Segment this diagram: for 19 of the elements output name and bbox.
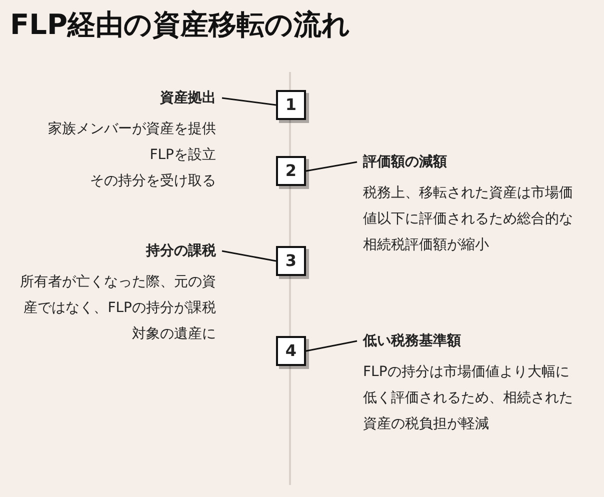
step-number: 4 bbox=[276, 336, 306, 366]
step-heading: 低い税務基準額 bbox=[363, 332, 462, 351]
leader-line bbox=[306, 161, 358, 172]
leader-line bbox=[222, 250, 276, 262]
leader-line bbox=[306, 340, 358, 352]
step-description: 家族メンバーが資産を提供 bbox=[47, 120, 216, 139]
step-heading: 持分の課税 bbox=[144, 242, 216, 261]
step-number: 3 bbox=[276, 246, 306, 276]
step-description: その持分を受け取る bbox=[89, 172, 216, 191]
step-description: FLPを設立 bbox=[148, 146, 216, 165]
step-heading: 評価額の減額 bbox=[363, 153, 448, 172]
step-number: 1 bbox=[276, 90, 306, 120]
leader-line bbox=[222, 97, 276, 106]
step-number: 2 bbox=[276, 156, 306, 186]
step-description: 所有者が亡くなった際、元の資産ではなく、FLPの持分が課税対象の遺産に bbox=[19, 273, 216, 344]
title: FLP経由の資産移転の流れ bbox=[10, 7, 350, 43]
step-description: 税務上、移転された資産は市場価値以下に評価されるため総合的な相続税評価額が縮小 bbox=[363, 184, 573, 255]
step-description: FLPの持分は市場価値より大幅に低く評価されるため、相続された資産の税負担が軽減 bbox=[363, 363, 573, 434]
step-heading: 資産拠出 bbox=[159, 88, 216, 108]
